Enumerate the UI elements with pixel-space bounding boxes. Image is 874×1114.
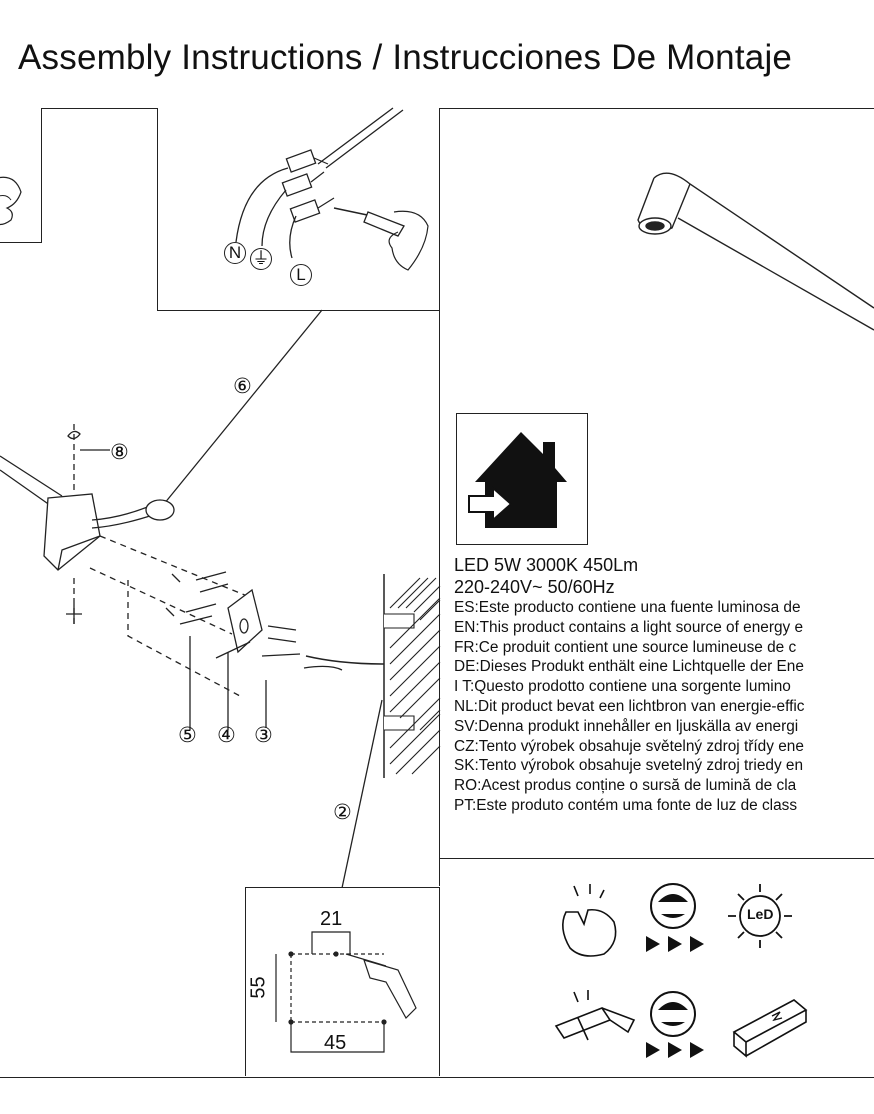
partial-detail-box	[0, 108, 42, 243]
step-6-label: ⑥	[233, 374, 252, 398]
spec-power: LED 5W 3000K 450Lm	[454, 555, 639, 575]
lang-nl: NL:Dit product bevat een lichtbron van e…	[454, 697, 805, 715]
neutral-label: N	[224, 242, 246, 264]
dim-45: 45	[324, 1032, 347, 1054]
new-driver-icon	[732, 999, 808, 1058]
right-divider	[439, 858, 874, 859]
step-3-label: ③	[254, 723, 273, 747]
center-divider	[439, 108, 440, 886]
arrow-triangles	[646, 936, 704, 1058]
drill-sketch	[275, 931, 417, 1053]
lang-cz: CZ:Tento výrobek obsahuje světelný zdroj…	[454, 737, 804, 755]
lang-fr: FR:Ce produit contient une source lumine…	[454, 638, 797, 656]
dim-55: 55	[247, 976, 270, 999]
led-icon-label: LeD	[747, 906, 774, 922]
wiring-sketch	[235, 107, 429, 271]
wiring-detail-box: N ⏚ L	[157, 107, 440, 311]
page-title: Assembly Instructions / Instrucciones De…	[18, 38, 793, 77]
led-bulb-icon	[728, 884, 792, 948]
lang-de: DE:Dieses Produkt enthält eine Lichtquel…	[454, 658, 804, 676]
assembly-sketch	[0, 309, 441, 889]
lang-pt: PT:Este produto contém uma fonte de luz …	[454, 796, 798, 814]
lang-it: I T:Questo prodotto contiene una sorgent…	[454, 678, 791, 696]
step-5-label: ⑤	[178, 723, 197, 747]
replacement-icons	[554, 883, 808, 1058]
hand-sketch	[0, 176, 22, 226]
step-8-label: ⑧	[110, 440, 129, 464]
technician-icon	[650, 883, 696, 1037]
specs-block: LED 5W 3000K 450Lm 220-240V~ 50/60Hz ES:…	[454, 554, 874, 816]
spec-voltage: 220-240V~ 50/60Hz	[454, 577, 615, 597]
lang-sk: SK:Tento výrobok obsahuje svetelný zdroj…	[454, 757, 804, 775]
live-label: L	[290, 264, 312, 286]
step-4-label: ④	[217, 723, 236, 747]
drill-detail-box: 21 55 45	[245, 887, 440, 1076]
house-arrow-icon	[468, 432, 567, 528]
step-2-label: ②	[333, 800, 352, 824]
footer-divider	[0, 1077, 874, 1078]
broken-led-icon	[562, 884, 617, 957]
lang-en: EN:This product contains a light source …	[454, 618, 804, 636]
lang-ro: RO:Acest produs conține o sursă de lumin…	[454, 777, 797, 795]
lang-es: ES:Este producto contiene una fuente lum…	[454, 599, 801, 616]
energy-class-icon	[456, 413, 588, 545]
lamp-head-sketch	[637, 172, 874, 331]
broken-driver-icon	[554, 990, 636, 1041]
dim-21: 21	[320, 908, 343, 930]
lang-sv: SV:Denna produkt innehåller en ljuskälla…	[454, 717, 799, 735]
ground-label: ⏚	[250, 248, 272, 270]
